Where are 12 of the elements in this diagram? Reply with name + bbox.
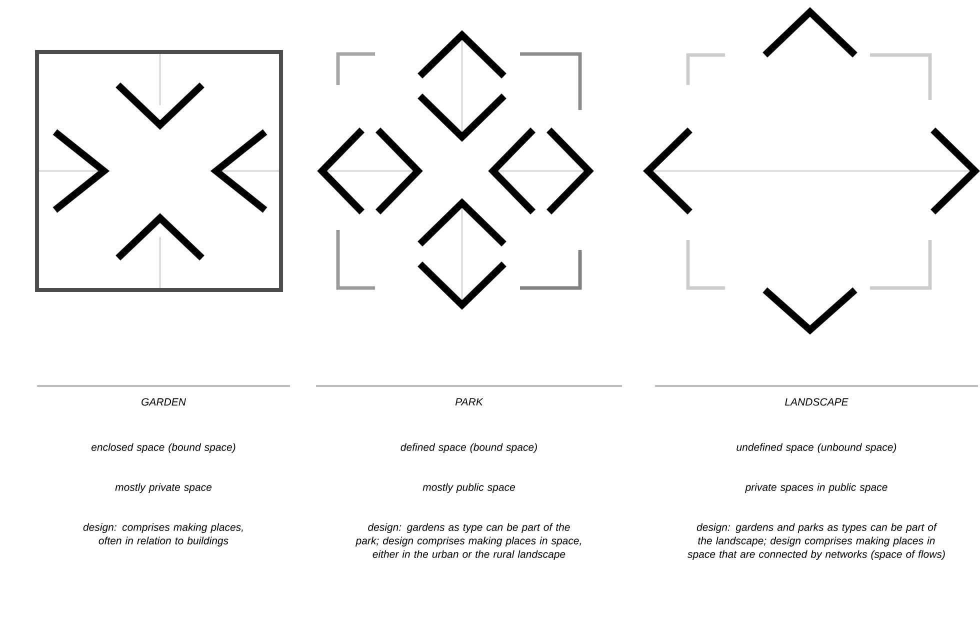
description-text: mostly private space (115, 483, 212, 493)
description-text: mostly public space (422, 483, 515, 493)
description-text: design: gardens and parks as types can be part of the landscape; design comprises making places in space that are connected by networks (space of flows) (688, 523, 945, 560)
description-text: defined space (bound space) (400, 443, 537, 453)
description-text: private spaces in public space (745, 483, 888, 493)
column-heading: GARDEN (142, 398, 186, 406)
column-heading: LANDSCAPE (785, 398, 848, 406)
column-heading: PARK (455, 398, 484, 406)
description-text: design: gardens as type can be part of the park; design comprises making places in space, either in the urban or the rural landscape (356, 523, 581, 560)
description-text: enclosed space (bound space) (92, 443, 236, 453)
description-text: design: comprises making places, often in relation to buildings (83, 523, 243, 546)
description-text: undefined space (unbound space) (736, 443, 896, 453)
